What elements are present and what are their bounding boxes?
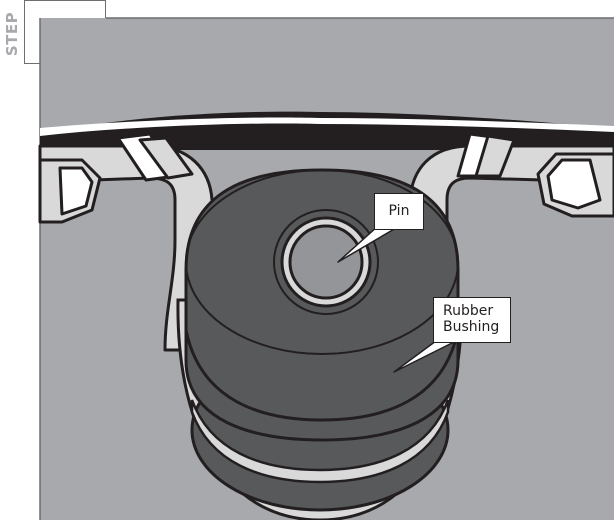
frame-edge-highlight: [40, 117, 614, 136]
right-nut: [536, 152, 614, 218]
rubber-bushing-callout: Rubber Bushing: [433, 297, 511, 343]
left-nut: [38, 158, 102, 224]
washer-ring: [190, 399, 450, 484]
pin: [273, 209, 379, 315]
pin-callout-label: Pin: [388, 203, 410, 219]
pin-callout: Pin: [374, 193, 424, 230]
rubber-bushing-callout-label: Rubber Bushing: [443, 303, 500, 335]
